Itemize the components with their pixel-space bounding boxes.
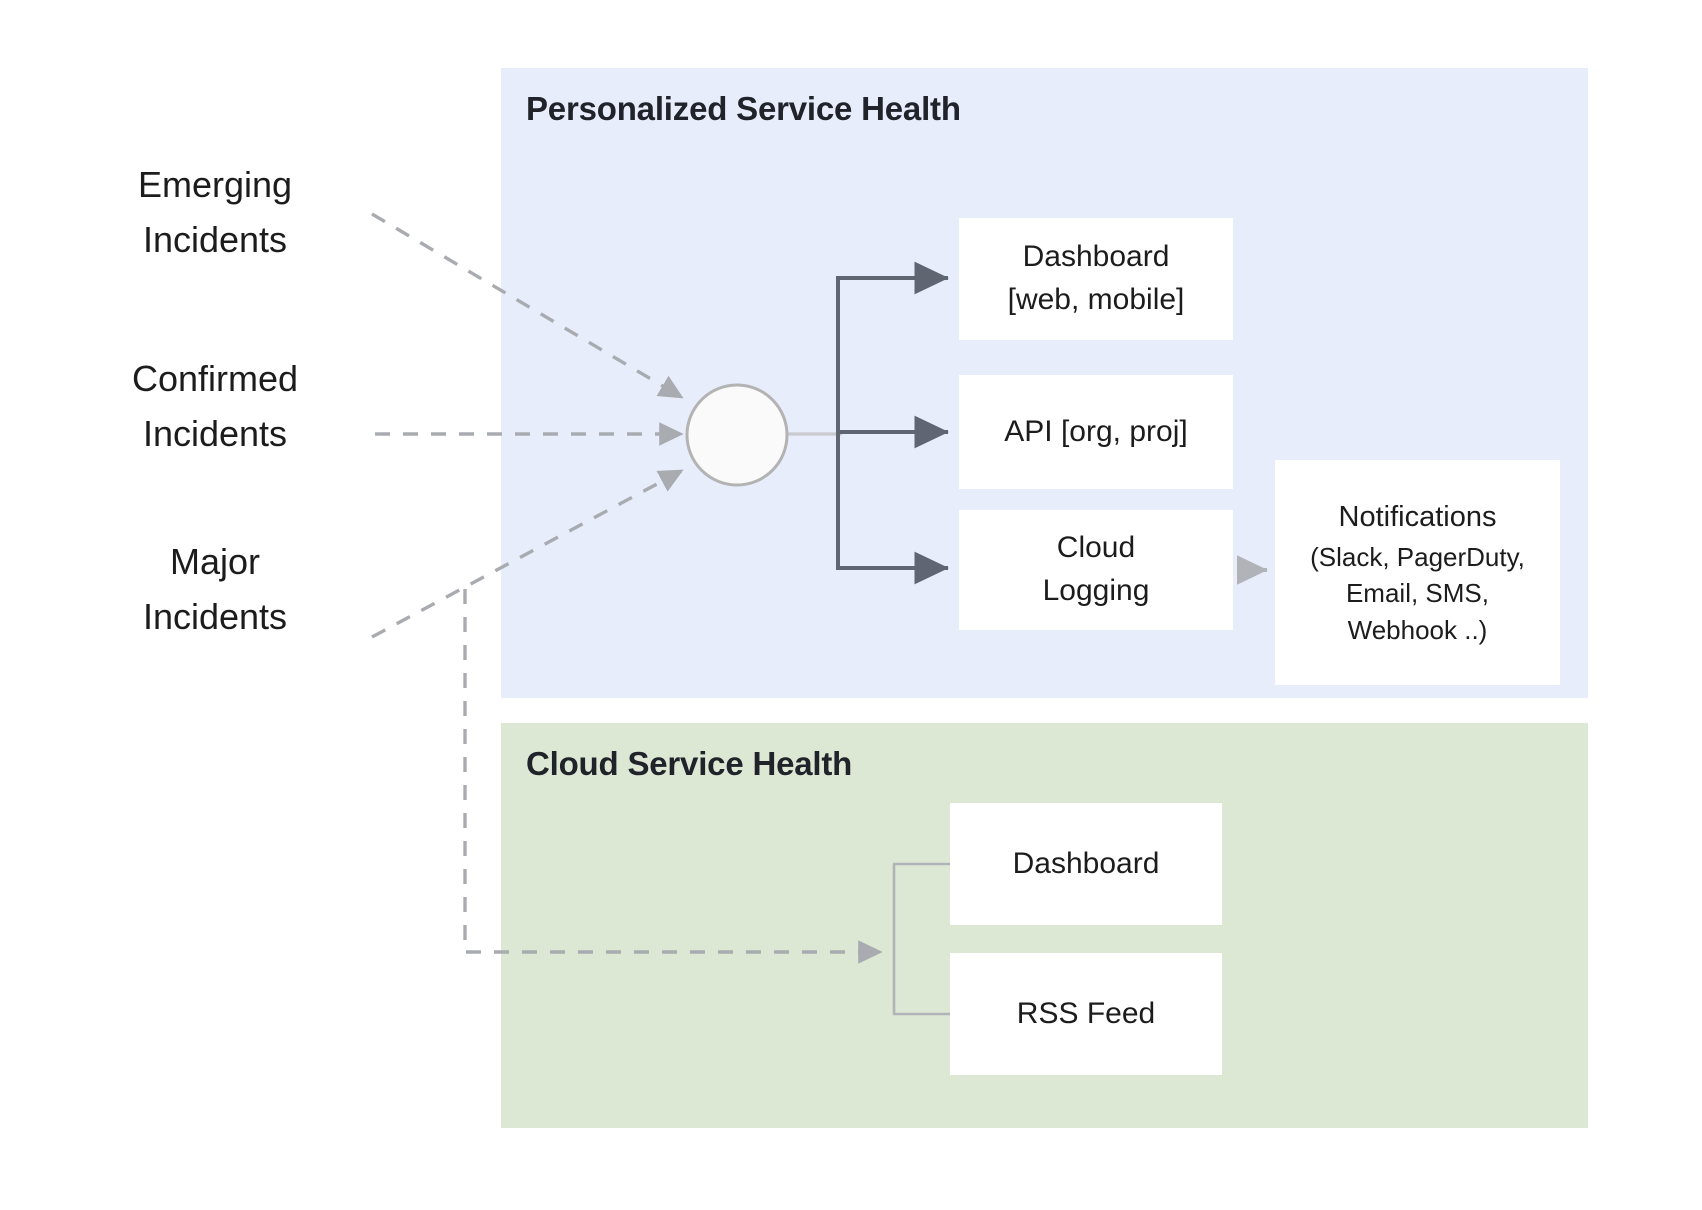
- notifications-title: Notifications: [1338, 500, 1497, 533]
- node-psh-api[interactable]: API [org, proj]: [959, 375, 1233, 489]
- source-major-incidents: Major Incidents: [142, 541, 288, 637]
- node-psh-notifications[interactable]: Notifications (Slack, PagerDuty,Email, S…: [1275, 460, 1560, 685]
- panel-personalized-title: Personalized Service Health: [526, 90, 961, 127]
- panel-cloud-title: Cloud Service Health: [526, 745, 853, 782]
- node-psh-dashboard[interactable]: Dashboard[web, mobile]: [959, 218, 1233, 340]
- source-confirmed-incidents: Confirmed Incidents: [131, 358, 299, 454]
- node-csh-dashboard[interactable]: Dashboard: [950, 803, 1222, 925]
- notifications-channels: (Slack, PagerDuty,Email, SMS,Webhook ..): [1310, 541, 1525, 645]
- source-emerging-incidents: Emerging Incidents: [137, 164, 293, 260]
- node-csh-rss-feed[interactable]: RSS Feed: [950, 953, 1222, 1075]
